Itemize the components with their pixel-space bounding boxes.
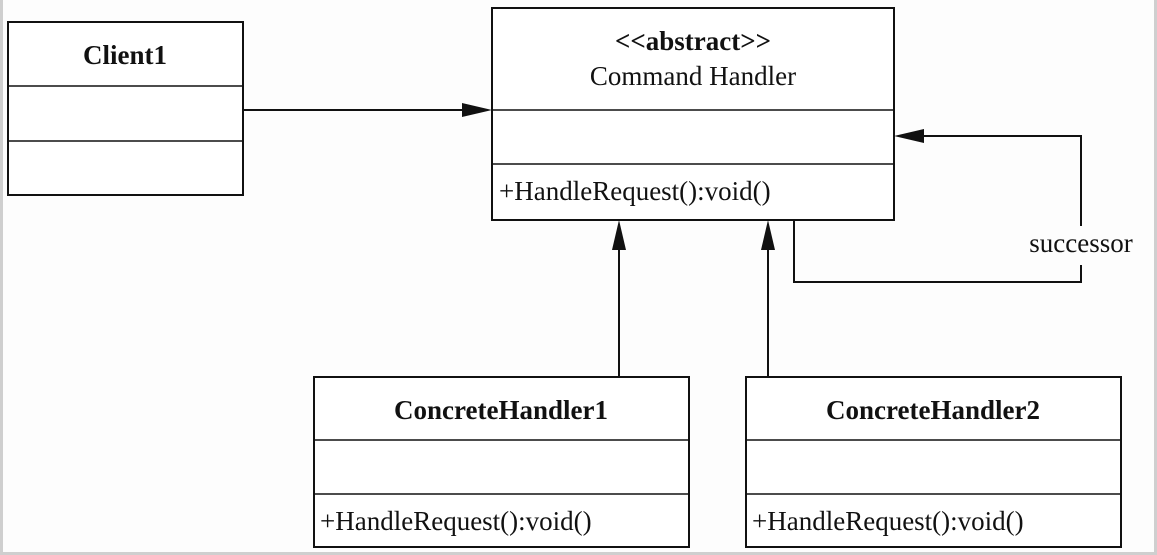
concrete-handler2-box [745,376,1122,548]
client-association [243,103,492,117]
concrete-handler2-inheritance [761,220,775,377]
successor-association: successor [793,129,1133,283]
concrete-handler1-method: +HandleRequest():void() [320,506,592,536]
concrete-handler2-inheritance-arrowhead [761,220,775,250]
handler-stereotype: <<abstract>> [615,26,771,56]
concrete-handler1-class: ConcreteHandler1 +HandleRequest():void() [313,376,690,548]
successor-label: successor [1029,228,1132,258]
successor-lower-line [793,220,1082,283]
handler-method: +HandleRequest():void() [499,176,771,206]
successor-arrowhead [894,129,924,143]
client-class-name: Client1 [83,40,167,70]
concrete-handler1-inheritance [612,220,626,377]
frame-left-border [0,0,3,555]
successor-upper-line [918,135,1082,226]
client-association-arrowhead [462,103,492,117]
frame-bottom-border [0,552,1157,555]
concrete-handler1-box [313,376,690,548]
handler-class: <<abstract>> Command Handler +HandleRequ… [491,7,895,221]
client-class: Client1 [7,21,244,196]
concrete-handler1-inheritance-arrowhead [612,220,626,250]
handler-class-name: Command Handler [590,61,796,91]
concrete-handler2-class: ConcreteHandler2 +HandleRequest():void() [745,376,1122,548]
concrete-handler2-method: +HandleRequest():void() [752,506,1024,536]
frame-right-border [1154,0,1157,555]
concrete-handler2-name: ConcreteHandler2 [826,395,1040,425]
client-class-box [7,21,244,196]
concrete-handler1-name: ConcreteHandler1 [394,395,608,425]
handler-class-box [491,7,895,221]
